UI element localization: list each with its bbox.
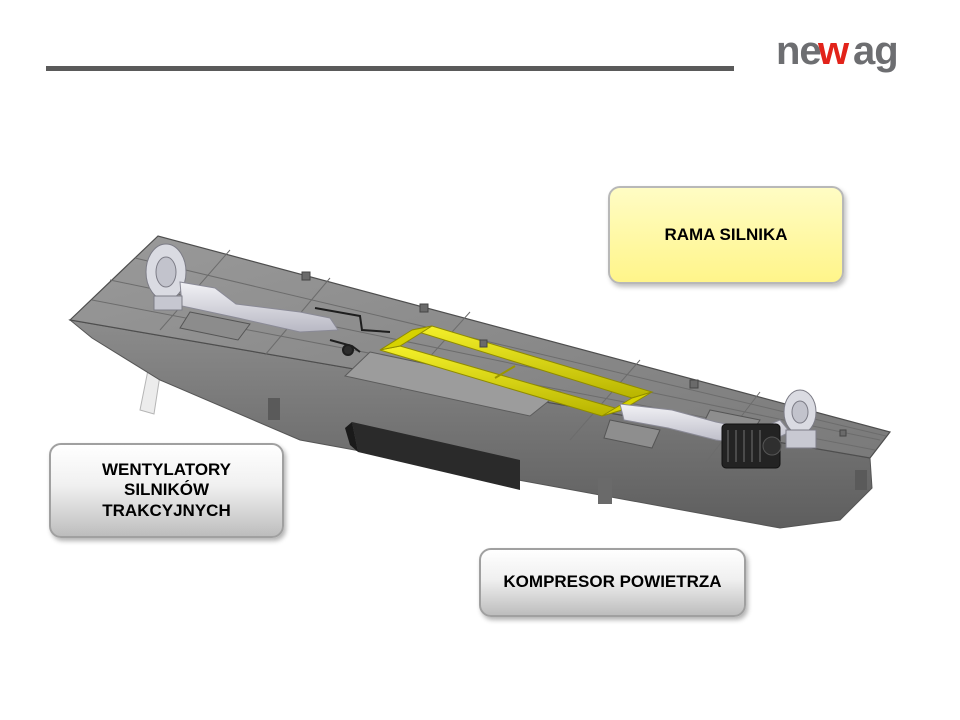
header-rule — [46, 66, 734, 71]
underfloor-box — [352, 422, 520, 490]
frame-side — [68, 319, 873, 529]
callout-traction-motor-fans: WENTYLATORY SILNIKÓW TRAKCYJNYCH — [49, 443, 284, 538]
newag-logo: ne w ag — [776, 29, 899, 73]
callout-fans-line-3: TRAKCYJNYCH — [102, 500, 231, 520]
callout-compressor-label: KOMPRESOR POWIETRZA — [503, 572, 722, 592]
svg-text:w: w — [817, 29, 850, 73]
svg-text:ag: ag — [853, 29, 898, 73]
svg-text:ne: ne — [776, 29, 821, 73]
air-compressor — [721, 423, 782, 469]
callout-engine-frame-label: RAMA SILNIKA — [664, 224, 788, 244]
piping — [314, 307, 391, 356]
fan-duct-left — [145, 243, 339, 333]
engine-frame-highlight — [379, 325, 654, 417]
callout-engine-frame: RAMA SILNIKA — [608, 186, 844, 284]
callout-fans-line-2: SILNIKÓW — [124, 480, 209, 500]
callout-fans-line-1: WENTYLATORY — [101, 459, 232, 479]
callout-air-compressor: KOMPRESOR POWIETRZA — [479, 548, 746, 617]
